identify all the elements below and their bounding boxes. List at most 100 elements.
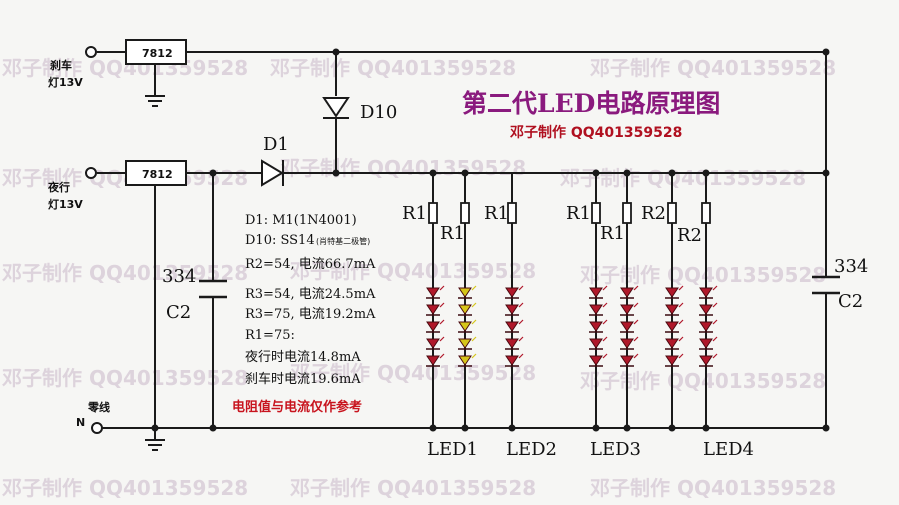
resistor: [460, 202, 470, 224]
brake-label-2: 灯13V: [48, 75, 83, 89]
led-light-arrow: [678, 353, 684, 359]
led-icon: [426, 287, 440, 298]
resistor: [701, 202, 711, 224]
note-line: R3=75, 电流19.2mA: [245, 307, 376, 322]
note-line: R1=75:: [245, 328, 295, 343]
led-light-arrow: [439, 302, 445, 308]
night-label-2: 灯13V: [48, 197, 83, 211]
led-light-arrow: [633, 336, 639, 342]
note-line: D10: SS14: [245, 233, 315, 248]
led-group-label: LED4: [703, 439, 754, 460]
led-icon: [458, 321, 472, 332]
resistor: [622, 202, 632, 224]
led-light-arrow: [471, 319, 477, 325]
night-label-1: 夜行: [47, 180, 70, 194]
watermark: 邓子制作 QQ401359528: [590, 476, 836, 500]
diagram-title: 第二代LED电路原理图: [462, 89, 720, 118]
led-light-arrow: [518, 285, 524, 291]
led-light-arrow: [712, 302, 718, 308]
led-light-arrow: [602, 319, 608, 325]
regulator-night-label: 7812: [142, 168, 173, 181]
note-line: D1: M1(1N4001): [245, 213, 357, 228]
led-light-arrow: [678, 319, 684, 325]
note-line: R3=54, 电流24.5mA: [245, 287, 376, 302]
led-light-arrow: [633, 353, 639, 359]
cap-left-name: C2: [166, 302, 191, 323]
led-light-arrow: [602, 336, 608, 342]
led-group-label: LED1: [427, 439, 478, 460]
ground-symbol: [145, 95, 165, 107]
diode-d1: [261, 159, 284, 187]
led-icon: [589, 321, 603, 332]
ground-symbol: [145, 439, 165, 451]
brake-label-1: 刹车: [50, 58, 72, 72]
resistor-label: R1: [484, 203, 509, 224]
watermark: 邓子制作 QQ401359528: [290, 259, 536, 283]
note-line: 夜行时电流14.8mA: [245, 350, 361, 365]
led-light-arrow: [439, 319, 445, 325]
watermark: 邓子制作 QQ401359528: [560, 166, 806, 190]
led-icon: [589, 338, 603, 349]
led-icon: [620, 321, 634, 332]
neutral-label: 零线: [87, 400, 110, 414]
led-icon: [505, 304, 519, 315]
led-icon: [426, 321, 440, 332]
led-icon: [505, 355, 519, 366]
led-icon: [426, 338, 440, 349]
led-icon: [589, 355, 603, 366]
led-light-arrow: [439, 353, 445, 359]
note-line: R2=54, 电流66.7mA: [245, 257, 376, 272]
neutral-terminal: [91, 422, 103, 434]
led-icon: [665, 355, 679, 366]
led-icon: [699, 287, 713, 298]
resistor: [667, 202, 677, 224]
led-icon: [665, 304, 679, 315]
watermark: 邓子制作 QQ401359528: [2, 476, 248, 500]
diagram-subtitle: 邓子制作 QQ401359528: [509, 124, 682, 141]
watermark: 邓子制作 QQ401359528: [2, 366, 248, 390]
note-line: 刹车时电流19.6mA: [245, 371, 361, 387]
led-icon: [505, 287, 519, 298]
watermark: 邓子制作 QQ401359528: [580, 369, 826, 393]
led-light-arrow: [602, 285, 608, 291]
resistor-label: R1: [440, 223, 465, 244]
wires: [97, 51, 827, 440]
led-light-arrow: [439, 285, 445, 291]
brake-terminal: [85, 46, 97, 58]
led-light-arrow: [471, 353, 477, 359]
led-light-arrow: [678, 336, 684, 342]
d1-label: D1: [263, 134, 289, 155]
watermark: 邓子制作 QQ401359528: [290, 476, 536, 500]
led-icon: [699, 338, 713, 349]
led-light-arrow: [712, 285, 718, 291]
led-light-arrow: [439, 336, 445, 342]
led-light-arrow: [678, 302, 684, 308]
resistor-label: R1: [402, 203, 427, 224]
led-light-arrow: [471, 285, 477, 291]
led-light-arrow: [471, 302, 477, 308]
led-chains: [426, 285, 718, 367]
led-icon: [620, 287, 634, 298]
led-light-arrow: [518, 302, 524, 308]
led-group-label: LED3: [590, 439, 641, 460]
led-light-arrow: [633, 285, 639, 291]
diode-d10: [322, 97, 350, 119]
resistor-label: R1: [600, 223, 625, 244]
led-icon: [589, 287, 603, 298]
watermark: 邓子制作 QQ401359528: [290, 361, 536, 385]
watermark: 邓子制作 QQ401359528: [280, 156, 526, 180]
resistor: [428, 202, 438, 224]
led-light-arrow: [712, 336, 718, 342]
capacitor-right: [812, 275, 840, 295]
d10-note: (肖特基二极管): [316, 236, 370, 246]
led-icon: [426, 355, 440, 366]
led-light-arrow: [633, 302, 639, 308]
led-icon: [665, 338, 679, 349]
resistor: [591, 202, 601, 224]
led-light-arrow: [633, 319, 639, 325]
cap-right-name: C2: [838, 291, 863, 312]
led-group-label: LED2: [506, 439, 557, 460]
led-light-arrow: [518, 319, 524, 325]
